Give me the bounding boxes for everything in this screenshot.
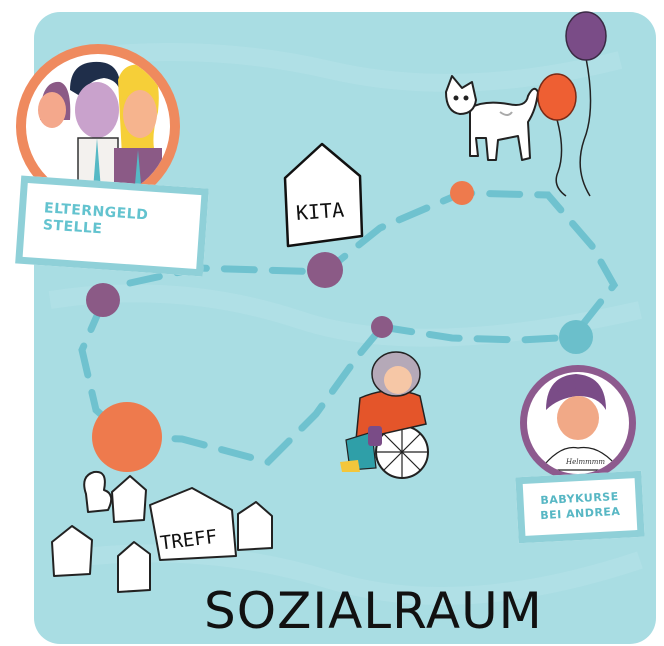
page-title: SOZIALRAUM	[204, 582, 543, 640]
elterngeld-portrait[interactable]	[16, 44, 180, 208]
sign-elterngeld-stelle[interactable]: ELTERNGELD STELLE	[15, 175, 209, 277]
kita-label: KITA	[295, 198, 345, 225]
stop-teal[interactable]	[559, 320, 593, 354]
stop-small-orange[interactable]	[450, 181, 474, 205]
babykurse-portrait[interactable]: Helmmmm	[520, 365, 636, 481]
shirt-text: Helmmmm	[565, 458, 605, 466]
treff-neighborhood	[51, 470, 273, 593]
stop-kita-purple[interactable]	[307, 252, 343, 288]
sign-elterngeld[interactable]	[0, 0, 1, 1]
stop-left-purple[interactable]	[86, 283, 120, 317]
kita-building[interactable]: KITA	[283, 142, 364, 248]
cat-illustration	[445, 75, 539, 161]
wheelchair-person-illustration	[340, 351, 429, 479]
balloons-illustration	[537, 11, 607, 197]
stop-big-orange[interactable]	[92, 402, 162, 472]
sign-babykurse[interactable]: BABYKURSE BEI ANDREA	[515, 470, 645, 544]
stop-small-purple[interactable]	[371, 316, 393, 338]
